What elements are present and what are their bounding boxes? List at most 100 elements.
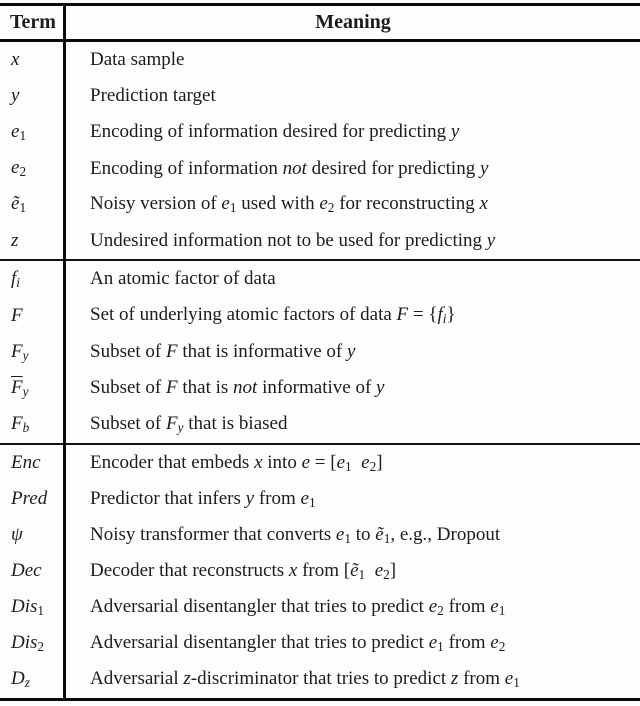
text-run: y: [177, 420, 184, 436]
term-cell: ψ: [0, 524, 66, 546]
text-run: informative of: [257, 377, 377, 399]
text-run: that is informative of: [177, 340, 347, 362]
text-run: Subset of: [90, 340, 166, 362]
text-run: = {: [408, 304, 438, 326]
text-run: y: [376, 377, 385, 399]
meaning-cell: Subset of Fy that is biased: [66, 413, 287, 436]
text-run: x: [254, 451, 263, 473]
text-run: 1: [308, 494, 316, 510]
text-run: y: [347, 340, 356, 362]
table-row: e1 Encoding of information desired for pr…: [0, 114, 640, 150]
text-run: x: [479, 193, 488, 215]
text-run: Encoding of information: [90, 157, 283, 179]
text-run: F: [396, 304, 409, 326]
text-run: 1: [437, 639, 444, 655]
text-run: Encoding of information desired for pred…: [90, 121, 451, 143]
meaning-cell: Encoding of information desired for pred…: [66, 121, 459, 143]
text-run: e: [335, 523, 345, 545]
term-cell: Fb: [0, 413, 66, 436]
term-cell: Enc: [0, 452, 66, 474]
meaning-cell: Noisy transformer that converts e1 to ẽ1…: [66, 524, 500, 547]
text-run: e: [428, 596, 438, 618]
text-run: e: [336, 451, 346, 473]
text-run: Predictor that infers: [90, 487, 246, 509]
text-run: z: [450, 668, 459, 690]
text-run: F: [166, 377, 178, 399]
text-run: to: [350, 523, 376, 545]
text-run: e: [361, 451, 370, 473]
text-run: Adversarial: [90, 668, 184, 690]
text-run: Dis: [11, 596, 38, 618]
term-cell: fi: [0, 268, 66, 291]
text-run: for reconstructing: [334, 193, 480, 215]
text-run: An atomic factor of data: [90, 268, 276, 290]
text-run: y: [486, 229, 496, 251]
section-divider-rule: [0, 443, 640, 445]
text-run: Enc: [11, 452, 41, 474]
text-run: 2: [37, 639, 45, 655]
text-run: ẽ: [11, 193, 20, 215]
text-run: e: [490, 596, 499, 618]
text-run: Prediction target: [90, 85, 216, 107]
header-rule: [0, 39, 640, 42]
table-header-row: Term Meaning: [0, 6, 640, 39]
text-run: z: [11, 229, 19, 251]
text-run: e: [221, 193, 230, 215]
term-cell: e1: [0, 121, 66, 144]
text-run: e: [301, 451, 311, 473]
meaning-cell: Encoding of information not desired for …: [66, 158, 488, 180]
meaning-cell: Decoder that reconstructs x from [ẽ1 e2]: [66, 560, 396, 583]
meaning-cell: An atomic factor of data: [66, 268, 276, 290]
text-run: that is biased: [183, 413, 288, 435]
term-cell: ẽ1: [0, 193, 66, 216]
text-run: F: [166, 340, 178, 362]
meaning-cell: Undesired information not to be used for…: [66, 230, 495, 252]
text-run: 2: [383, 566, 390, 582]
text-run: -discriminator that tries to predict: [190, 668, 451, 690]
text-run: ]: [376, 451, 383, 473]
term-cell: Dz: [0, 668, 66, 691]
text-run: Decoder that reconstructs: [90, 560, 289, 582]
text-run: Dis: [11, 632, 38, 654]
text-run: 1: [37, 603, 45, 619]
meaning-column-header: Meaning: [315, 11, 391, 33]
text-run: [352, 452, 362, 473]
text-run: 2: [327, 200, 335, 216]
text-run: Encoder that embeds: [90, 451, 255, 473]
text-run: x: [288, 560, 298, 582]
text-run: 1: [229, 200, 237, 216]
text-run: z: [24, 675, 30, 691]
bottom-rule: [0, 698, 640, 701]
text-run: f: [11, 267, 17, 289]
text-run: e: [490, 632, 499, 654]
text-run: from: [254, 487, 301, 509]
term-cell: F: [0, 305, 66, 327]
text-run: Subset of: [90, 413, 166, 435]
text-run: that is: [177, 377, 234, 399]
text-run: Undesired information not to be used for…: [90, 229, 487, 251]
text-run: desired for predicting: [306, 157, 480, 179]
meaning-cell: Noisy version of e1 used with e2 for rec…: [66, 193, 488, 216]
text-run: F: [11, 413, 23, 435]
text-run: 2: [369, 458, 377, 474]
text-run: y: [245, 487, 255, 509]
text-run: , e.g., Dropout: [390, 523, 501, 545]
text-run: 1: [383, 530, 391, 546]
text-run: ẽ: [375, 523, 384, 545]
text-run: Adversarial disentangler that tries to p…: [90, 632, 429, 654]
text-run: F: [11, 340, 23, 362]
text-run: from: [443, 632, 491, 654]
text-run: Noisy version of: [90, 193, 222, 215]
text-run: z: [183, 668, 191, 690]
